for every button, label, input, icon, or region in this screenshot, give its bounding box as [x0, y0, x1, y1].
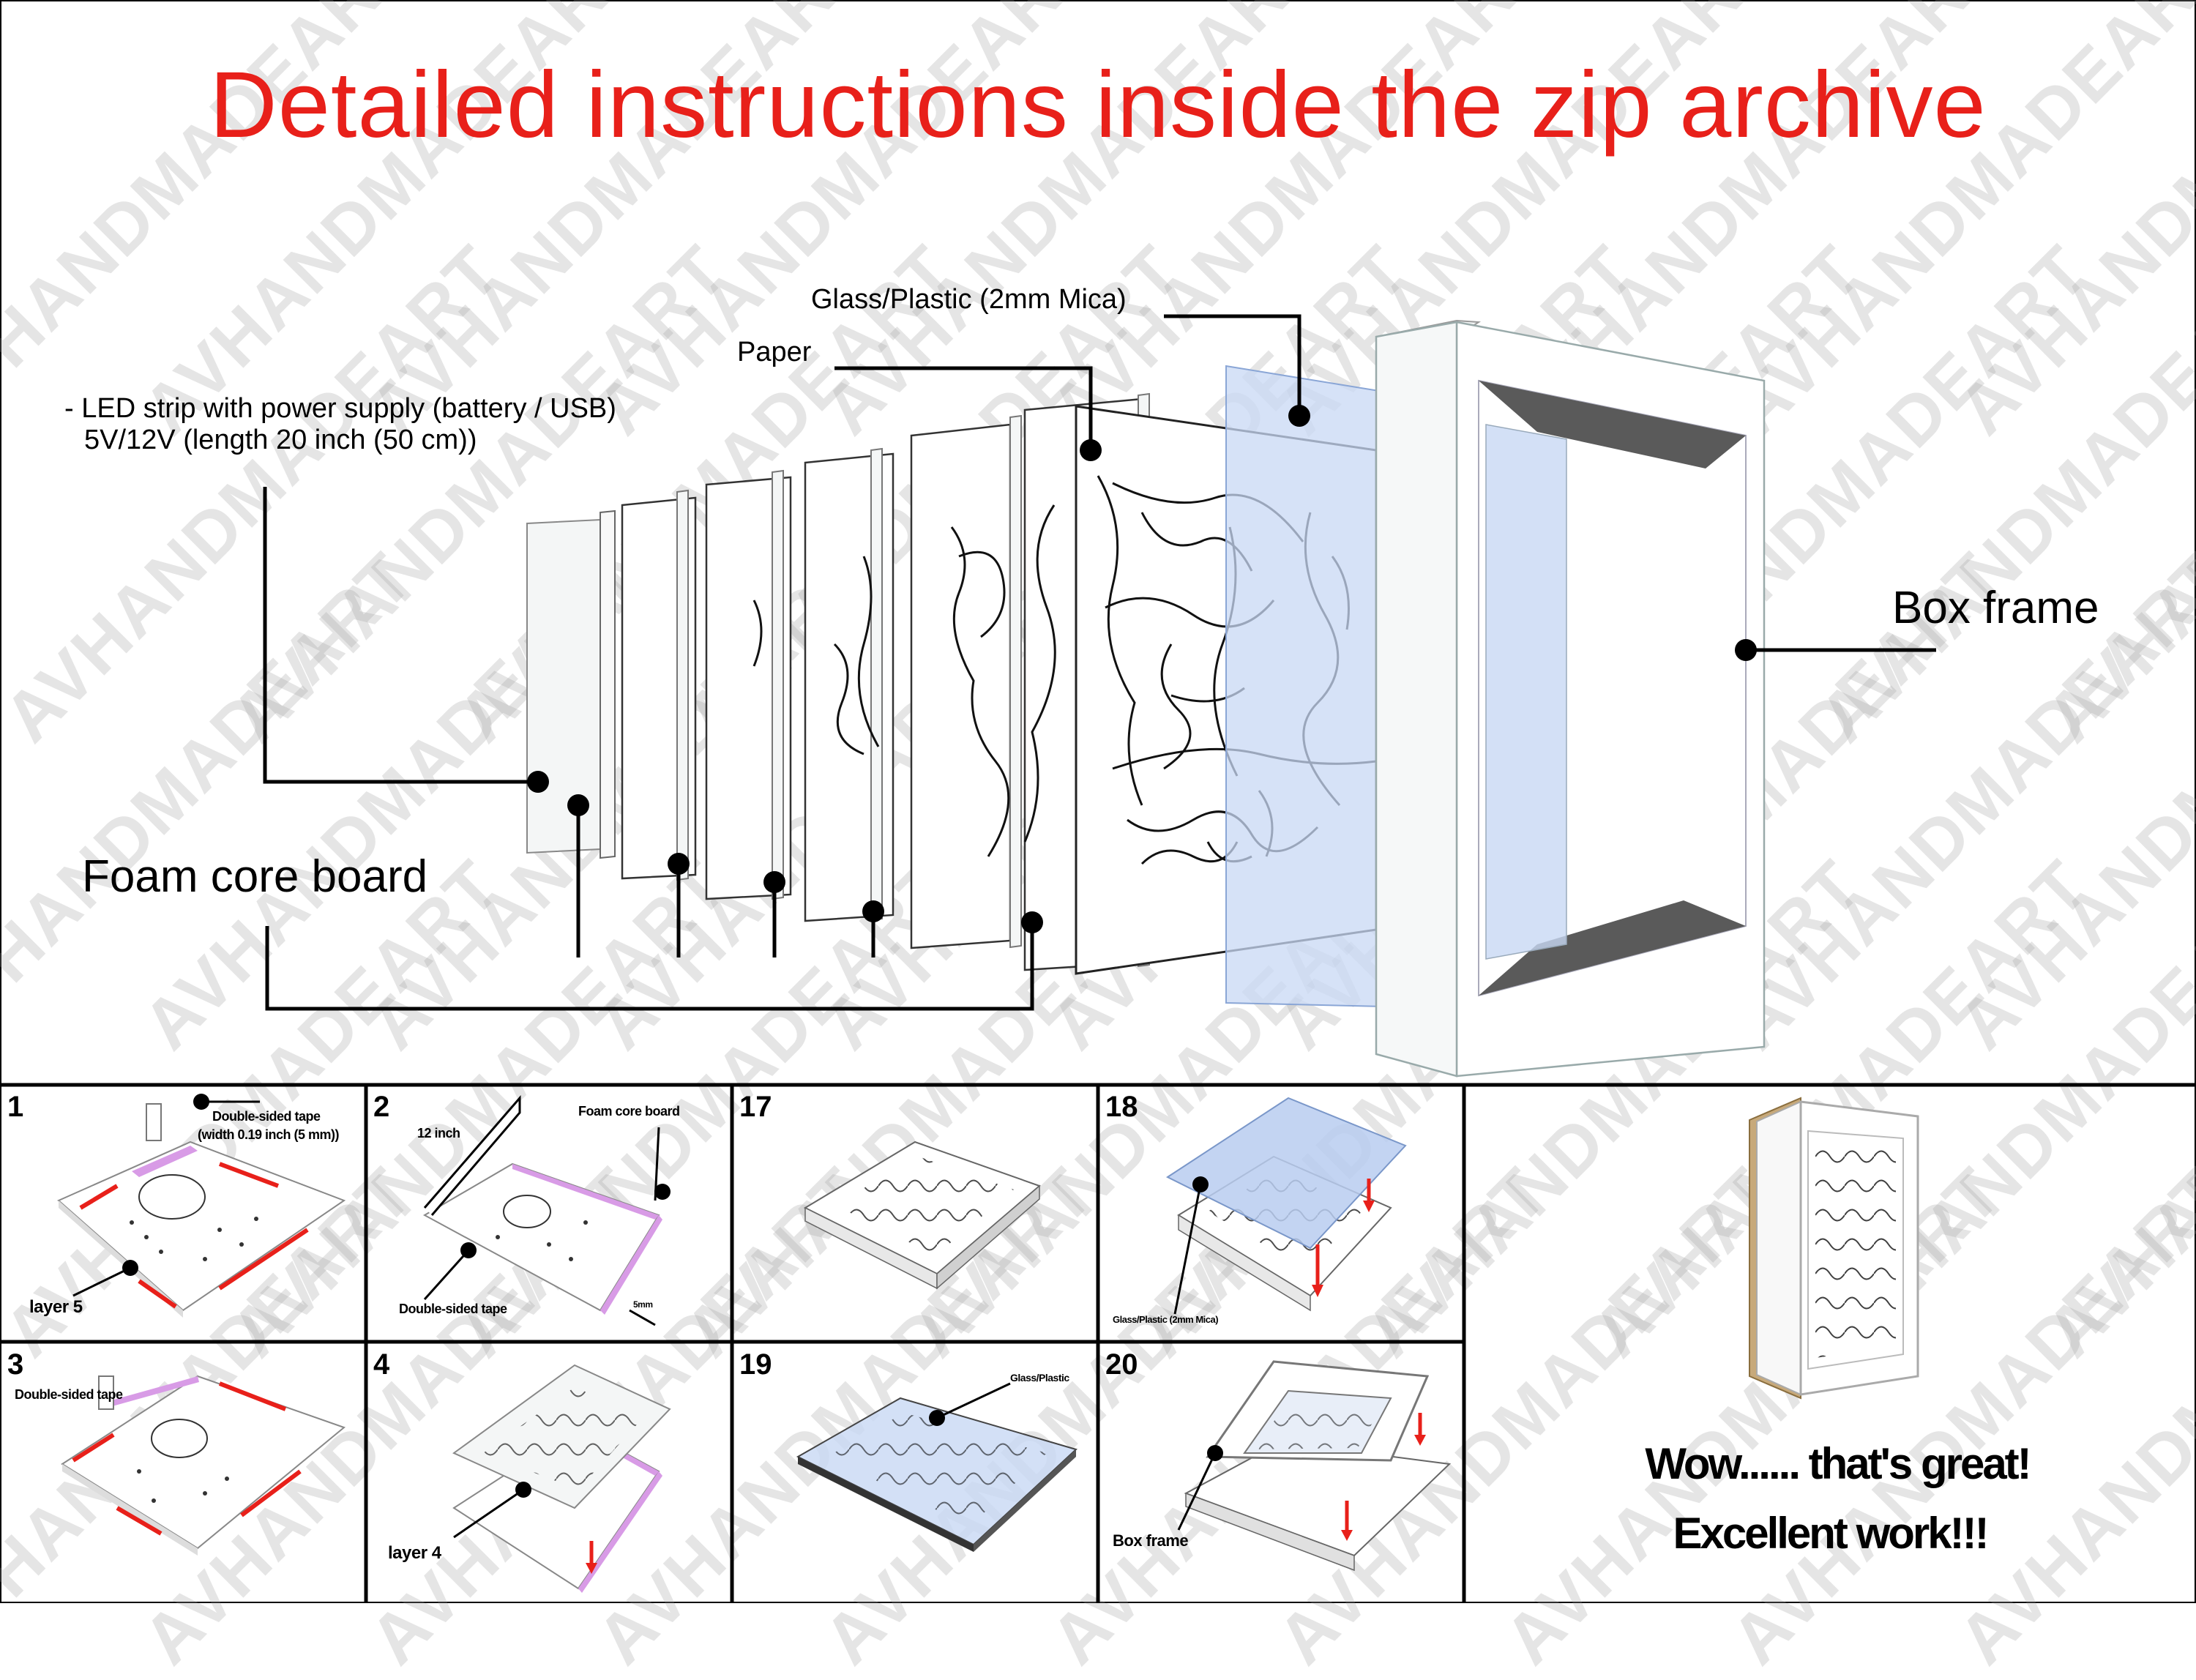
- label-led-line2: 5V/12V (length 20 inch (50 cm)): [84, 425, 477, 455]
- final-message-line2: Excellent work!!!: [1673, 1509, 1989, 1558]
- label-foam-core: Foam core board: [82, 851, 428, 902]
- label-paper: Paper: [737, 337, 812, 367]
- box-frame-diagram: [1375, 319, 1766, 1078]
- exploded-diagram: [263, 314, 1936, 1078]
- step-number-18: 18: [1105, 1091, 1138, 1123]
- label-led-line1: - LED strip with power supply (battery /…: [64, 393, 616, 424]
- step-2-note-size: 12 inch: [417, 1126, 460, 1140]
- grid-lines: [0, 1083, 2196, 1603]
- step-number-17: 17: [739, 1091, 772, 1123]
- step-1-note-width: (width 0.19 inch (5 mm)): [198, 1127, 340, 1142]
- step-20-note-frame: Box frame: [1113, 1531, 1189, 1550]
- step-4-note-layer: layer 4: [388, 1543, 441, 1563]
- step-2-note-tape: Double-sided tape: [399, 1302, 507, 1316]
- step-3-note-tape: Double-sided tape: [15, 1387, 123, 1402]
- label-box-frame: Box frame: [1892, 583, 2099, 633]
- step-2-illustration: [422, 1094, 671, 1326]
- step-18-note-glass: Glass/Plastic (2mm Mica): [1113, 1314, 1219, 1325]
- step-1-illustration: [57, 1094, 346, 1318]
- step-1-note-layer: layer 5: [29, 1297, 83, 1317]
- step-1-note-tape: Double-sided tape: [212, 1109, 321, 1124]
- step-number-19: 19: [739, 1348, 772, 1381]
- step-2-note-5mm: 5mm: [633, 1299, 653, 1310]
- step-19-illustration: [796, 1382, 1078, 1552]
- label-glass: Glass/Plastic (2mm Mica): [811, 284, 1127, 315]
- leader-dots: [527, 405, 1757, 933]
- step-3-illustration: [61, 1375, 346, 1556]
- page-title: Detailed instructions inside the zip arc…: [209, 53, 1987, 157]
- step-17-illustration: [803, 1140, 1041, 1290]
- step-18-illustration: [1165, 1097, 1407, 1315]
- leader-lines: [263, 314, 1936, 1011]
- final-box-illustration: [1749, 1097, 1919, 1400]
- step-number-2: 2: [373, 1091, 390, 1123]
- step-number-4: 4: [373, 1348, 390, 1381]
- step-20-illustration: [1177, 1360, 1452, 1572]
- step-number-1: 1: [7, 1091, 24, 1123]
- step-number-20: 20: [1105, 1348, 1138, 1381]
- step-4-illustration: [452, 1364, 671, 1593]
- step-number-3: 3: [7, 1348, 24, 1381]
- step-grid: [0, 1083, 2196, 1603]
- step-2-note-foam: Foam core board: [578, 1104, 680, 1119]
- step-19-note-glass: Glass/Plastic: [1010, 1372, 1069, 1384]
- final-message-line1: Wow...... that's great!: [1645, 1439, 2031, 1488]
